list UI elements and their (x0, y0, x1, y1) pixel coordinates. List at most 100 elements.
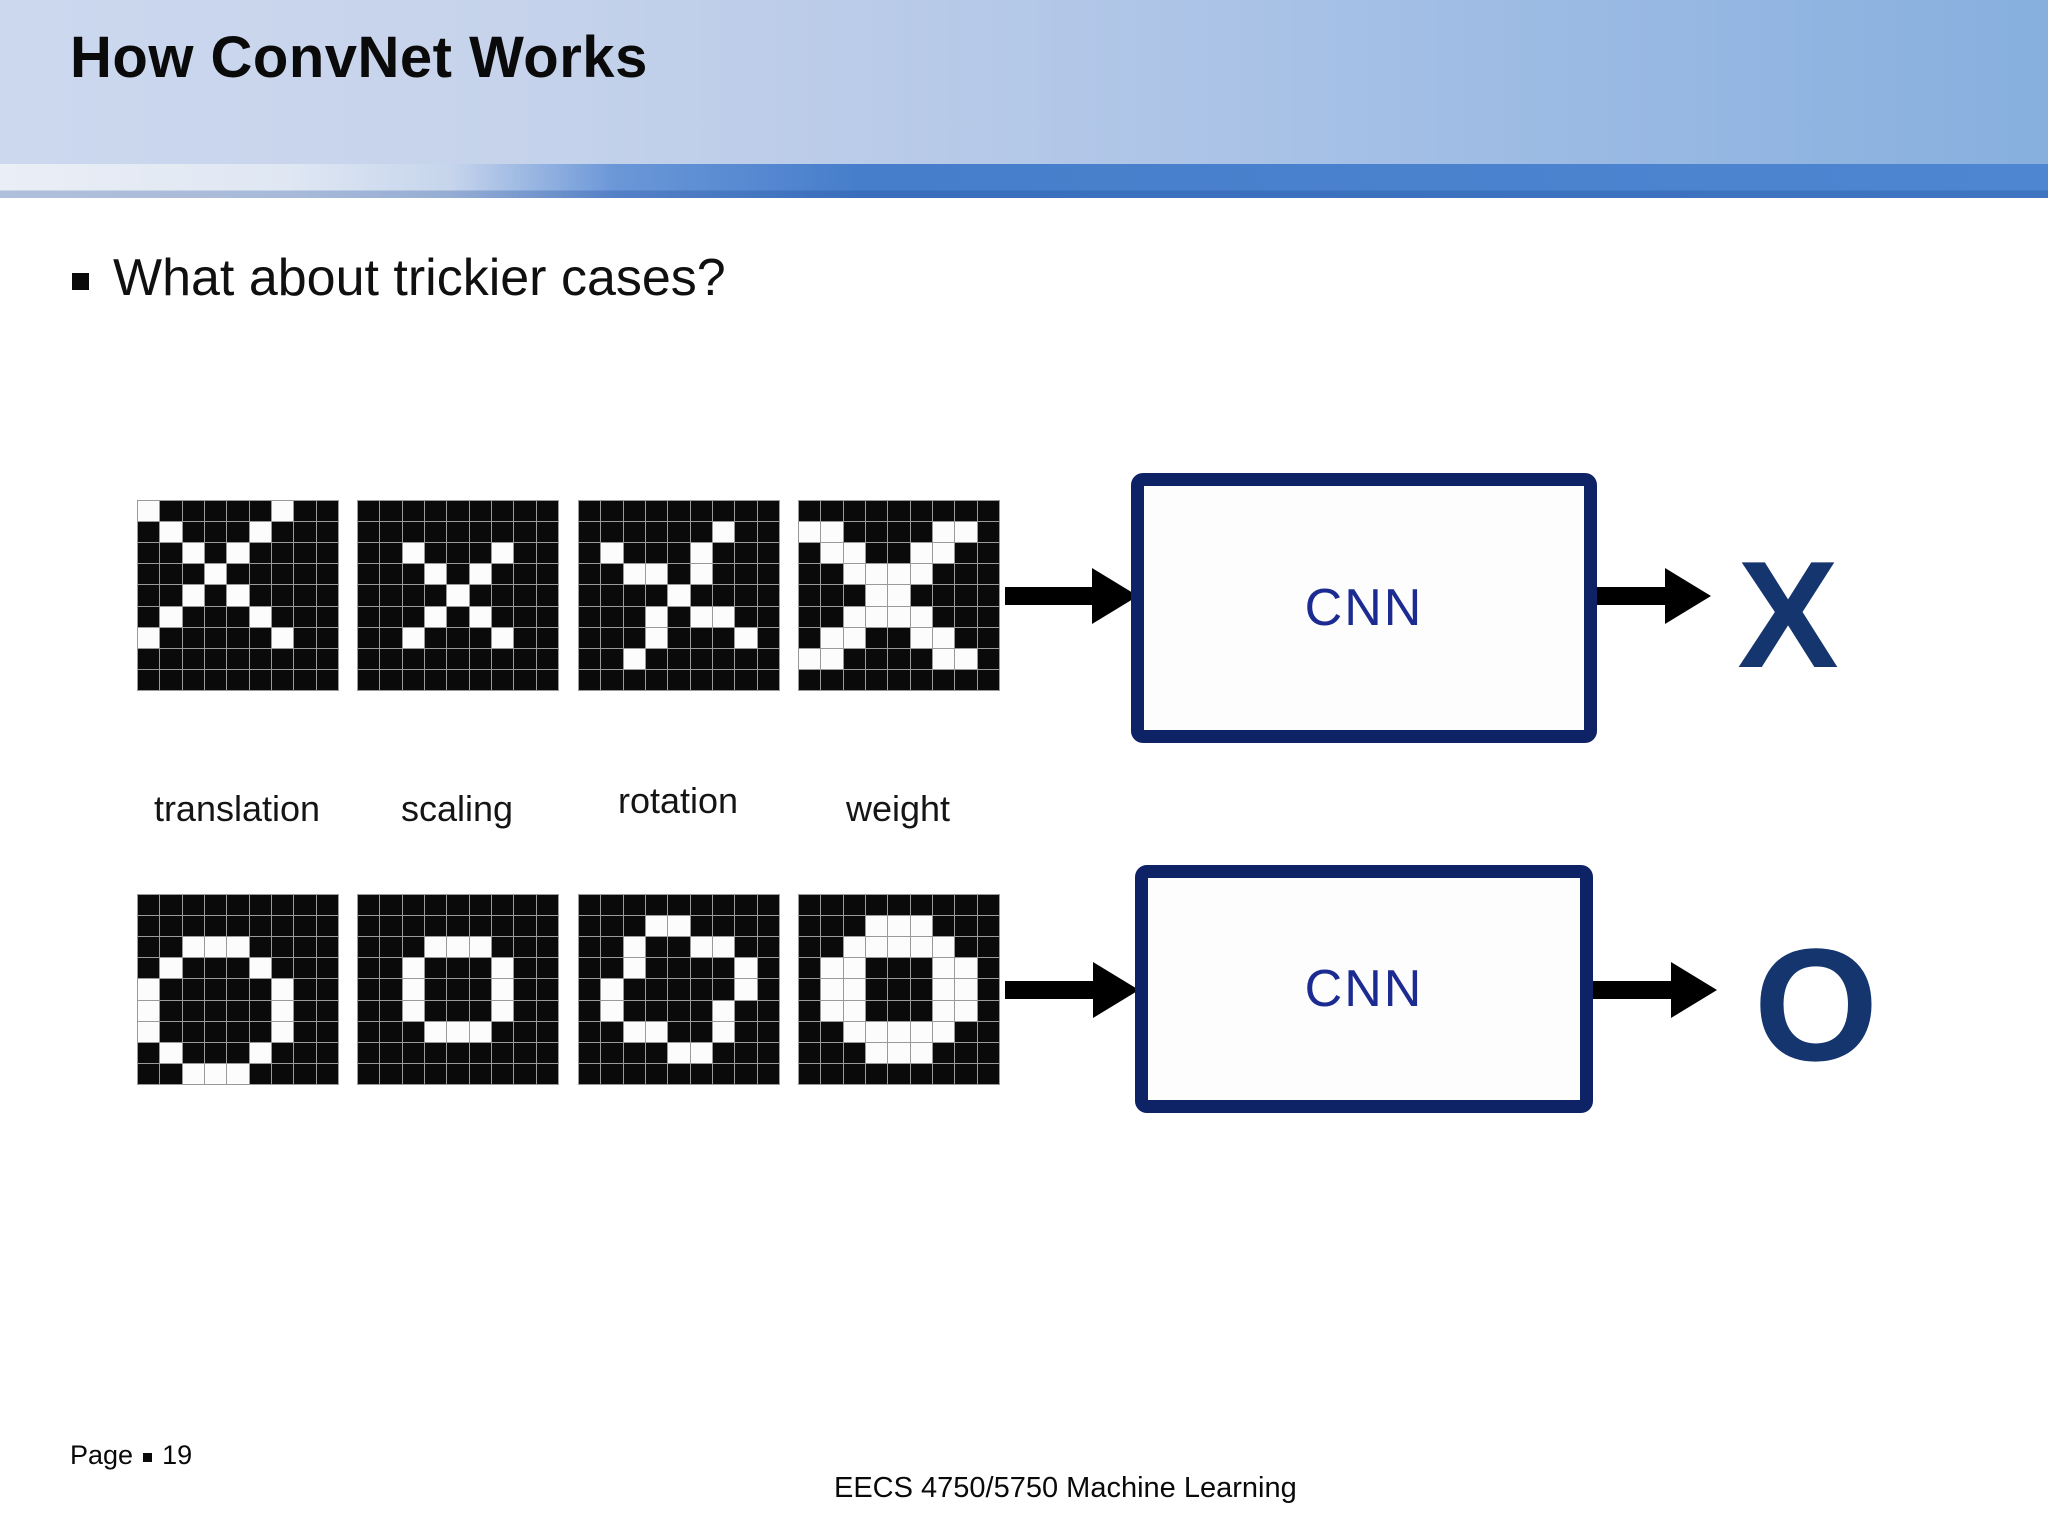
pixel-cell (447, 627, 469, 648)
pixel-grid-o-weight (798, 894, 1000, 1085)
cnn-box-o-label: CNN (1304, 960, 1424, 1018)
pixel-cell (888, 1042, 910, 1063)
pixel-cell (821, 543, 843, 564)
pixel-cell (757, 585, 779, 606)
pixel-cell (249, 937, 271, 958)
pixel-cell (272, 1042, 294, 1063)
pixel-cell (668, 979, 690, 1000)
pixel-cell (160, 979, 182, 1000)
pixel-cell (447, 585, 469, 606)
pixel-cell (316, 916, 338, 937)
pixel-cell (933, 564, 955, 585)
pixel-cell (182, 1000, 204, 1021)
pixel-cell (536, 1021, 558, 1042)
pixel-cell (933, 895, 955, 916)
pixel-cell (799, 895, 821, 916)
pixel-grid-o-scaling (357, 894, 559, 1085)
pixel-cell (977, 1000, 999, 1021)
arrow-head-output-x-icon (1665, 568, 1711, 624)
pixel-cell (821, 564, 843, 585)
pixel-cell (888, 669, 910, 690)
pixel-cell (888, 1021, 910, 1042)
pixel-cell (182, 669, 204, 690)
pixel-cell (601, 627, 623, 648)
pixel-cell (358, 522, 380, 543)
pixel-cell (757, 916, 779, 937)
pixel-cell (402, 1000, 424, 1021)
pixel-cell (713, 522, 735, 543)
pixel-cell (977, 585, 999, 606)
pixel-cell (447, 648, 469, 669)
pixel-cell (799, 543, 821, 564)
pixel-cell (536, 564, 558, 585)
pixel-cell (977, 1063, 999, 1084)
pixel-cell (358, 937, 380, 958)
pixel-cell (579, 648, 601, 669)
pixel-cell (272, 979, 294, 1000)
pixel-cell (205, 958, 227, 979)
pixel-cell (690, 1063, 712, 1084)
pixel-cell (623, 543, 645, 564)
pixel-cell (380, 522, 402, 543)
pixel-cell (623, 669, 645, 690)
pixel-cell (536, 1063, 558, 1084)
pixel-cell (469, 979, 491, 1000)
pixel-cell (933, 958, 955, 979)
pixel-cell (249, 501, 271, 522)
pixel-cell (160, 1042, 182, 1063)
pixel-cell (358, 564, 380, 585)
pixel-cell (227, 937, 249, 958)
pixel-cell (205, 1042, 227, 1063)
pixel-cell (160, 585, 182, 606)
pixel-cell (492, 1063, 514, 1084)
pixel-cell (227, 585, 249, 606)
pixel-cell (316, 564, 338, 585)
pixel-cell (821, 585, 843, 606)
pixel-cell (425, 564, 447, 585)
pixel-cell (492, 916, 514, 937)
pixel-cell (402, 979, 424, 1000)
pixel-cell (799, 916, 821, 937)
pixel-cell (536, 1042, 558, 1063)
footer-page-number: 19 (162, 1440, 193, 1470)
pixel-cell (182, 895, 204, 916)
pixel-cell (227, 648, 249, 669)
pixel-cell (623, 1021, 645, 1042)
pixel-cell (668, 564, 690, 585)
pixel-cell (514, 1063, 536, 1084)
pixel-cell (821, 1042, 843, 1063)
pixel-cell (735, 669, 757, 690)
pixel-cell (735, 895, 757, 916)
pixel-cell (646, 1042, 668, 1063)
pixel-cell (358, 648, 380, 669)
pixel-cell (843, 937, 865, 958)
pixel-cell (623, 585, 645, 606)
pixel-cell (380, 1021, 402, 1042)
pixel-cell (447, 543, 469, 564)
pixel-cell (469, 522, 491, 543)
pixel-cell (182, 543, 204, 564)
pixel-cell (821, 627, 843, 648)
pixel-cell (380, 606, 402, 627)
pixel-cell (205, 979, 227, 1000)
pixel-cell (713, 979, 735, 1000)
bullet-text: What about trickier cases? (113, 249, 726, 307)
pixel-cell (757, 606, 779, 627)
pixel-cell (713, 627, 735, 648)
pixel-cell (668, 669, 690, 690)
pixel-cell (843, 543, 865, 564)
pixel-cell (977, 895, 999, 916)
pixel-cell (623, 979, 645, 1000)
pixel-cell (713, 501, 735, 522)
pixel-cell (668, 522, 690, 543)
pixel-cell (757, 958, 779, 979)
pixel-cell (536, 585, 558, 606)
pixel-cell (910, 937, 932, 958)
pixel-cell (843, 958, 865, 979)
pixel-cell (358, 543, 380, 564)
pixel-cell (205, 916, 227, 937)
pixel-cell (227, 1000, 249, 1021)
pixel-cell (514, 543, 536, 564)
pixel-cell (316, 669, 338, 690)
pixel-cell (205, 585, 227, 606)
